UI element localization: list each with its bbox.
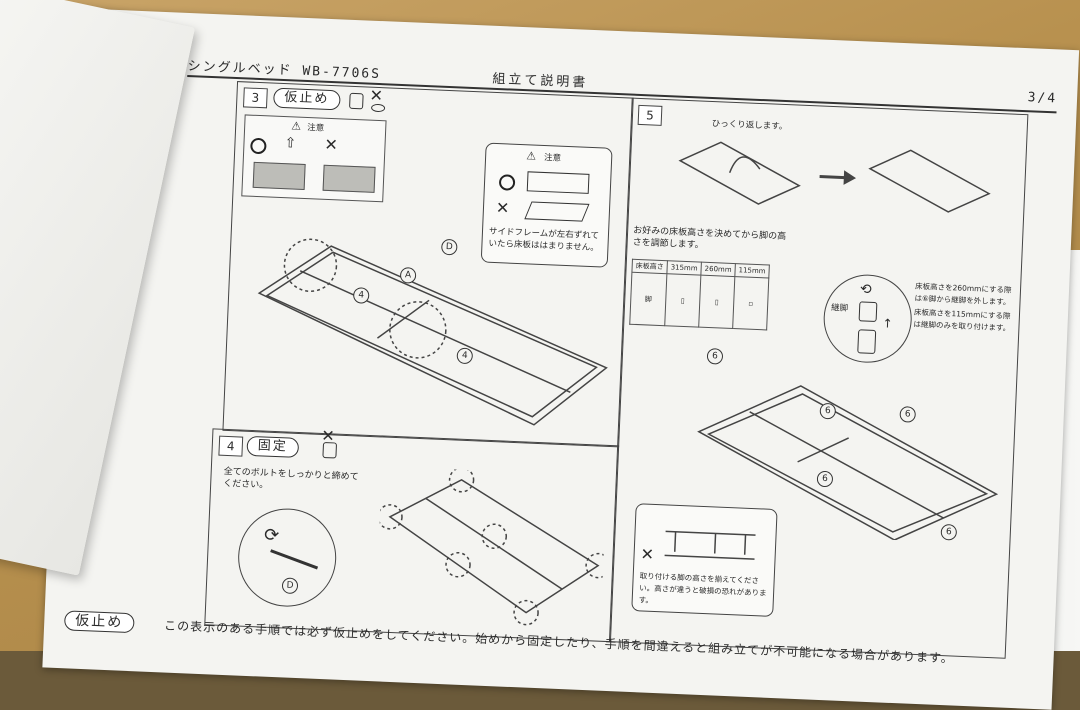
- leg-260: ▯: [698, 275, 735, 329]
- warning-box: ✕ 取り付ける脚の高さを揃えてください。高さが違うと破損の恐れがあります。: [631, 503, 778, 617]
- flip-drawing: [678, 141, 991, 213]
- ng-mark-icon: ✕: [324, 134, 339, 155]
- leg-detail-circle: ⟲ 継脚 ↑: [821, 272, 914, 365]
- step-4-panel: 4 固定 ✕ 全てのボルトをしっかりと締めてください。 ⟳ D: [204, 425, 620, 643]
- wrench-detail-circle: ⟳ D: [236, 506, 339, 609]
- fix-instruction: 全てのボルトをしっかりと締めてください。: [222, 466, 359, 491]
- frame-joint-ok: [252, 161, 306, 190]
- leg-icon: [857, 329, 877, 355]
- frame-drawing: [257, 238, 608, 426]
- step-tag: 仮止め: [273, 87, 341, 111]
- step-number: 5: [637, 104, 663, 126]
- frame-joint-ng: [322, 164, 376, 193]
- page-number: 3/4: [1027, 90, 1058, 107]
- doc-title: 組立て説明書: [492, 71, 589, 91]
- height-instruction: お好みの床板高さを決めてから脚の高さを調節します。: [632, 225, 787, 251]
- step-3-panel: 3 仮止め ✕ ⚠ 注意 ⇧ ✕ ⚠ 注意 ✕ サイドフレームが左右ずれていたら…: [222, 81, 634, 448]
- ok-mark-icon: [498, 174, 516, 191]
- caution-inset: ⚠ 注意 ⇧ ✕: [241, 114, 387, 203]
- step-5-panel: 5 ひっくり返します。 お好みの床板高さを決めてから脚の高さを調節します。 床板…: [608, 97, 1029, 659]
- note-115: 床板高さを115mmにする際は継脚のみを取り付けます。: [913, 307, 1011, 333]
- uneven-legs-drawing: [664, 530, 756, 560]
- washer-icon: [370, 103, 386, 113]
- arrow-up-icon: ⇧: [284, 135, 297, 152]
- warning-text: 取り付ける脚の高さを揃えてください。高さが違うと破損の恐れがあります。: [638, 571, 767, 605]
- height-table: 床板高さ 315mm 260mm 115mm 脚 ▯ ▯ ▫: [629, 259, 770, 331]
- rotate-icon: ⟲: [859, 281, 872, 298]
- step-tag: 固定: [246, 435, 300, 458]
- joint-label: 継脚: [830, 303, 849, 314]
- ok-mark-icon: [250, 137, 267, 155]
- instruction-sheet: シングルベッド WB-7706S 組立て説明書 3/4 3 仮止め ✕ ⚠ 注意…: [42, 8, 1080, 710]
- leg-115: ▫: [732, 276, 769, 330]
- x-icon: ✕: [320, 425, 336, 446]
- step-number: 3: [242, 87, 268, 109]
- step-number: 4: [218, 435, 244, 457]
- table-header: 脚: [629, 272, 667, 326]
- frame-drawing: [377, 467, 607, 626]
- bed-frame-drawing: [697, 385, 999, 541]
- rotate-icon: ⟳: [263, 524, 280, 547]
- note-260: 床板高さを260mmにする際は⑥脚から継脚を外します。: [914, 281, 1012, 307]
- footer-tag: 仮止め: [63, 610, 135, 634]
- warning-icon: ⚠: [290, 119, 302, 133]
- caution-label: 注意: [543, 152, 562, 164]
- model-name: シングルベッド WB-7706S: [187, 58, 382, 83]
- x-icon: ✕: [369, 85, 384, 106]
- warning-icon: ⚠: [525, 149, 537, 163]
- leg-label-6: 6: [706, 347, 724, 365]
- leg-315: ▯: [664, 273, 701, 328]
- ng-mark-icon: ✕: [640, 544, 655, 564]
- joint-leg-icon: [858, 301, 878, 323]
- flip-instruction: ひっくり返します。: [711, 118, 788, 133]
- arrow-up-icon: ↑: [882, 316, 893, 331]
- hex-key-icon: [270, 549, 319, 570]
- caution-label: 注意: [306, 123, 325, 134]
- tool-label-d: D: [281, 577, 299, 595]
- bolt-icon: [349, 92, 364, 110]
- frame-aligned: [526, 171, 590, 194]
